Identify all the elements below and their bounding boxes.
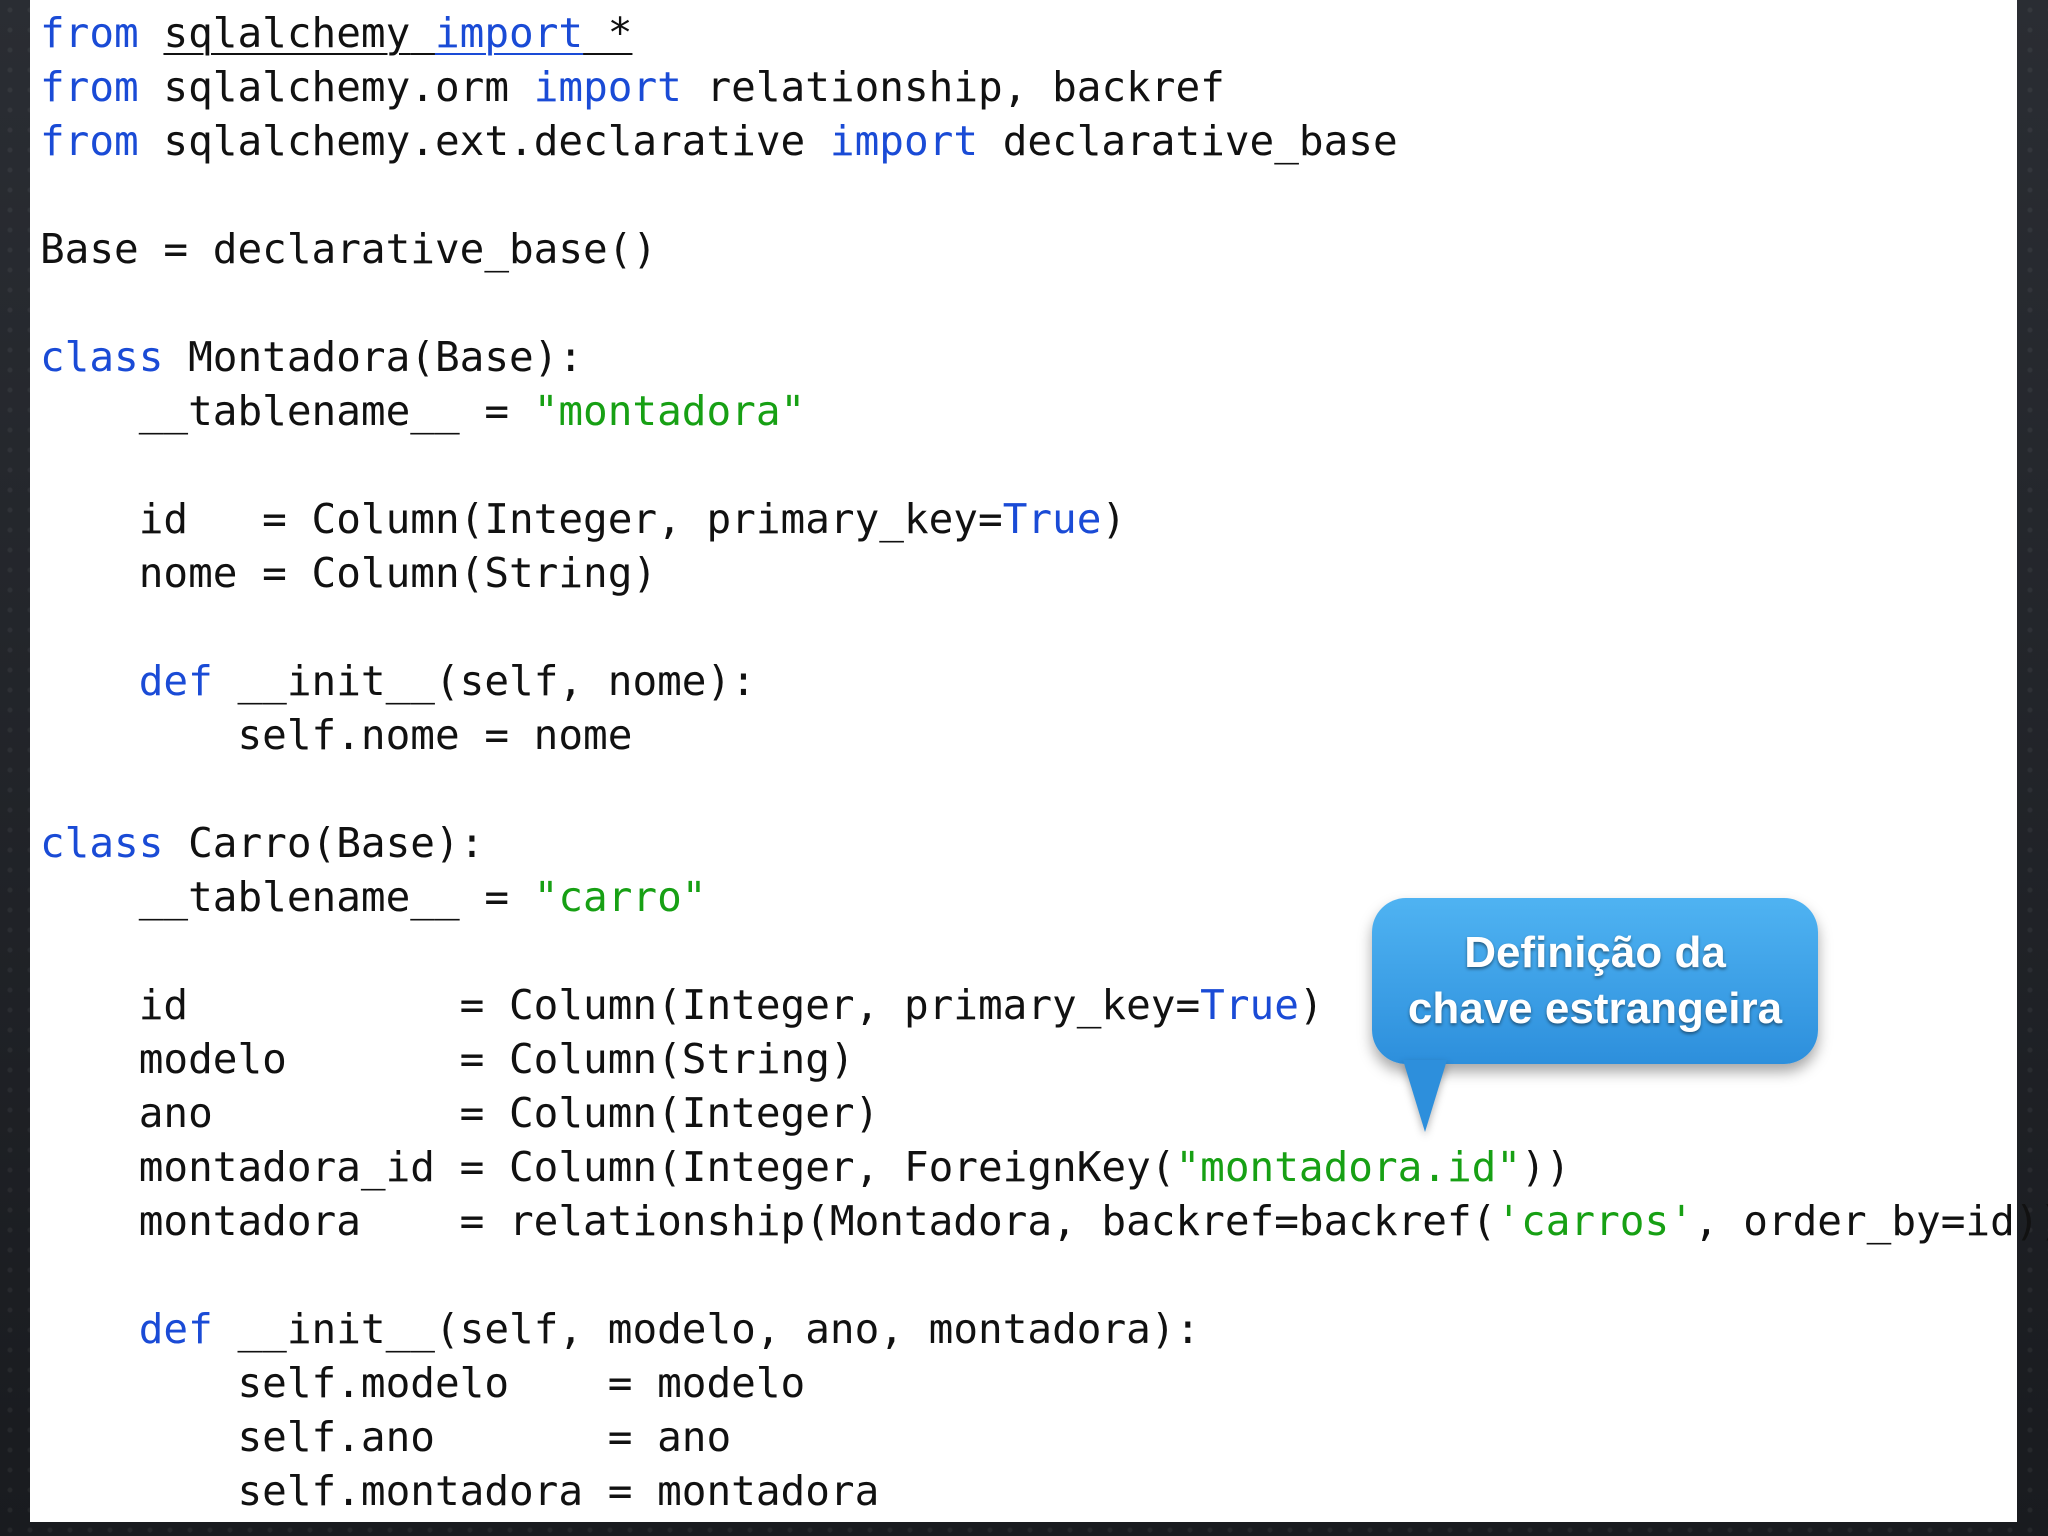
code-line: __tablename__ = "carro" [40, 870, 2015, 924]
code-token: __init__(self, nome): [212, 657, 756, 705]
code-token: "carro" [533, 873, 707, 921]
code-token: id = Column(Integer, primary_key= [40, 981, 1201, 1029]
callout-line-1: Definição da [1464, 928, 1726, 977]
code-line: id = Column(Integer, primary_key=True) [40, 492, 2015, 546]
code-line: from sqlalchemy.orm import relationship,… [40, 60, 2015, 114]
code-line: self.montadora = montadora [40, 1464, 2015, 1518]
code-line: ano = Column(Integer) [40, 1086, 2015, 1140]
code-token: modelo = Column(String) [40, 1035, 855, 1083]
code-token: def [138, 657, 213, 705]
code-token: import [533, 63, 682, 111]
code-token: sqlalchemy [163, 9, 411, 57]
code-token: __init__(self, modelo, ano, montadora): [212, 1305, 1201, 1353]
code-line [40, 762, 2015, 816]
code-line: __tablename__ = "montadora" [40, 384, 2015, 438]
callout-bubble: Definição da chave estrangeira [1372, 898, 1818, 1064]
code-token: from [40, 63, 139, 111]
code-token [40, 1305, 139, 1353]
code-token: self.modelo = modelo [40, 1359, 806, 1407]
code-line [40, 1248, 2015, 1302]
code-line [40, 600, 2015, 654]
code-token: __tablename__ = [40, 387, 534, 435]
code-panel: from sqlalchemy import *from sqlalchemy.… [30, 0, 2048, 1522]
code-token: montadora_id = Column(Integer, ForeignKe… [40, 1143, 1176, 1191]
code-token: from [40, 117, 139, 165]
code-token [410, 9, 435, 57]
code-token: 'carros' [1496, 1197, 1694, 1245]
code-token: relationship, backref [681, 63, 1225, 111]
code-line [40, 168, 2015, 222]
code-token: , order_by=id)) [1693, 1197, 2048, 1245]
code-token [139, 9, 164, 57]
code-token: nome = Column(String) [40, 549, 658, 597]
code-line: montadora_id = Column(Integer, ForeignKe… [40, 1140, 2015, 1194]
code-line: from sqlalchemy.ext.declarative import d… [40, 114, 2015, 168]
callout-line-2: chave estrangeira [1407, 984, 1783, 1033]
code-line: nome = Column(String) [40, 546, 2015, 600]
code-token: self.nome = nome [40, 711, 633, 759]
code-token: Carro(Base): [163, 819, 485, 867]
code-line: self.modelo = modelo [40, 1356, 2015, 1410]
code-token: "montadora.id" [1175, 1143, 1522, 1191]
code-line: def __init__(self, nome): [40, 654, 2015, 708]
code-line: from sqlalchemy import * [40, 6, 2015, 60]
code-block: from sqlalchemy import *from sqlalchemy.… [40, 6, 2048, 1518]
code-token: self.ano = ano [40, 1413, 732, 1461]
code-token: True [1200, 981, 1299, 1029]
code-token: id = Column(Integer, primary_key= [40, 495, 1003, 543]
code-line: class Carro(Base): [40, 816, 2015, 870]
code-line: self.nome = nome [40, 708, 2015, 762]
code-token [40, 657, 139, 705]
code-token: sqlalchemy.ext.declarative [138, 117, 830, 165]
code-token: Base = declarative_base() [40, 225, 658, 273]
code-line [40, 438, 2015, 492]
code-token: Montadora(Base): [163, 333, 584, 381]
code-line: modelo = Column(String) [40, 1032, 2015, 1086]
code-line: Base = declarative_base() [40, 222, 2015, 276]
code-line: class Montadora(Base): [40, 330, 2015, 384]
code-token: * [583, 9, 633, 57]
code-token: from [40, 9, 139, 57]
code-token: "montadora" [533, 387, 806, 435]
code-line: def __init__(self, modelo, ano, montador… [40, 1302, 2015, 1356]
callout-pointer [1403, 1060, 1447, 1132]
code-token: declarative_base [978, 117, 1398, 165]
code-token: )) [1521, 1143, 1571, 1191]
code-line [40, 276, 2015, 330]
code-line: self.ano = ano [40, 1410, 2015, 1464]
code-token: sqlalchemy.orm [138, 63, 534, 111]
code-line: montadora = relationship(Montadora, back… [40, 1194, 2048, 1248]
code-token: self.montadora = montadora [40, 1467, 880, 1515]
code-token: ano = Column(Integer) [40, 1089, 880, 1137]
code-token: ) [1101, 495, 1127, 543]
code-token: import [829, 117, 979, 165]
code-token: ) [1298, 981, 1324, 1029]
code-token: montadora = relationship(Montadora, back… [40, 1197, 1497, 1245]
code-token: __tablename__ = [40, 873, 534, 921]
code-token: True [1002, 495, 1102, 543]
code-token: def [138, 1305, 213, 1353]
code-token: class [40, 333, 164, 381]
code-token: import [434, 9, 584, 57]
code-token: class [40, 819, 164, 867]
code-line: id = Column(Integer, primary_key=True) [40, 978, 2015, 1032]
